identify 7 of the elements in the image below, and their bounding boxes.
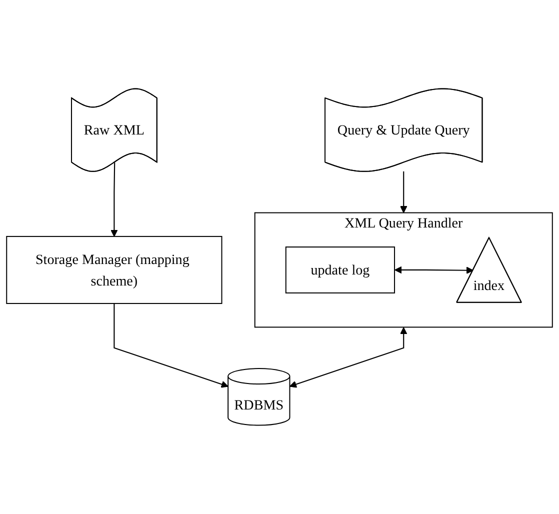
- arrow: [394, 266, 474, 274]
- arrow: [110, 162, 118, 237]
- arrow: [400, 171, 408, 214]
- node-box: Storage Manager (mapping scheme): [6, 236, 222, 304]
- arrow: [289, 327, 408, 388]
- node-box: update log: [285, 246, 396, 294]
- arrow: [114, 303, 228, 388]
